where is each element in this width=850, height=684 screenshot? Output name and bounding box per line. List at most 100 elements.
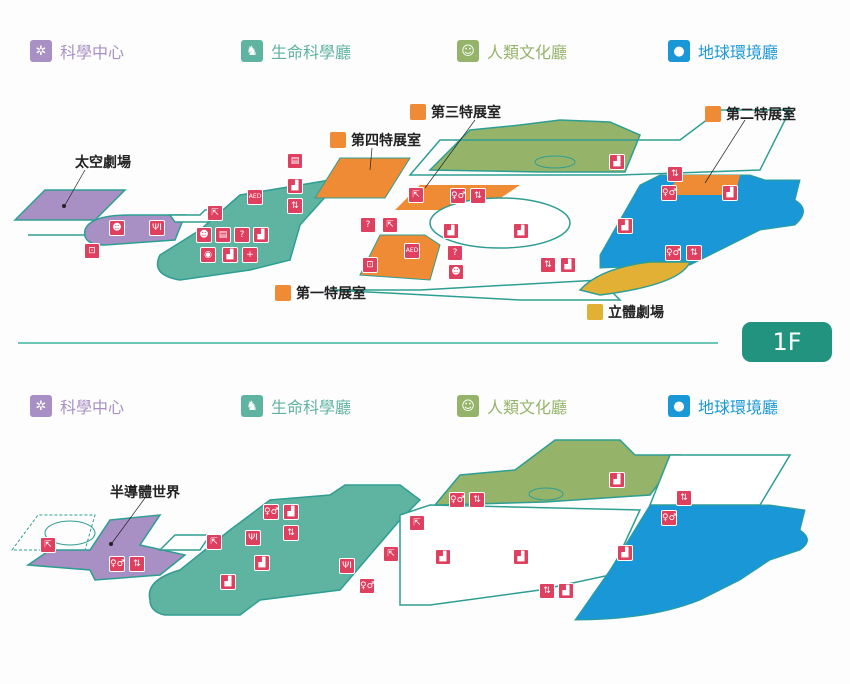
dinosaur-icon: ♞ (241, 40, 263, 62)
stairs-icon[interactable]: ▟ (617, 218, 633, 234)
elevator-icon[interactable]: ⇅ (540, 257, 556, 273)
semiconductor-area[interactable] (25, 514, 187, 581)
restroom-icon[interactable]: ♀♂ (359, 578, 375, 594)
info-counter-icon[interactable]: ☻ (448, 264, 464, 280)
floor-map-1f: ⊡ ☻ ΨI ⇱ AED ▤ ▟ ⇅ ☻ ▤ ? ▟ ◉ ▟ + ♀♂ ⇅ ⇱ … (0, 90, 850, 330)
label-text: 半導體世界 (110, 485, 180, 501)
exit-icon[interactable]: ⇱ (206, 534, 222, 550)
elevator-icon[interactable]: ⇅ (470, 188, 486, 204)
legend-human-culture: ☺ 人類文化廳 (457, 39, 567, 63)
locker-icon[interactable]: ▤ (215, 227, 231, 243)
stairs-icon[interactable]: ▟ (560, 257, 576, 273)
elevator-icon[interactable]: ⇅ (676, 490, 692, 506)
ticket-icon[interactable]: ⊡ (84, 243, 100, 259)
stairs-icon[interactable]: ▟ (609, 154, 625, 170)
atom-icon: ✲ (30, 40, 52, 62)
legend-label: 人類文化廳 (487, 398, 568, 417)
human-culture-area-1f[interactable] (428, 119, 641, 173)
legend-label: 地球環境廳 (698, 398, 779, 417)
aed-icon[interactable]: AED (247, 189, 263, 205)
special-exhibit-icon (330, 132, 346, 148)
stairs-icon[interactable]: ▟ (287, 178, 303, 194)
label-special-exhibit-4: 第四特展室 (330, 130, 421, 150)
space-theater-area[interactable] (13, 189, 127, 221)
stairs-icon[interactable]: ▟ (609, 472, 625, 488)
exit-icon[interactable]: ⇱ (40, 537, 56, 553)
stairs-icon[interactable]: ▟ (222, 247, 238, 263)
special-exhibit-icon (705, 106, 721, 122)
restaurant-icon[interactable]: ΨI (339, 558, 355, 574)
legend-earth-env: ● 地球環境廳 (668, 39, 778, 63)
elevator-icon[interactable]: ⇅ (129, 556, 145, 572)
nursing-room-icon[interactable]: ◉ (200, 247, 216, 263)
restaurant-icon[interactable]: ΨI (245, 530, 261, 546)
restroom-icon[interactable]: ♀♂ (661, 185, 677, 201)
special-exhibit-2-area[interactable] (665, 175, 740, 195)
stairs-icon[interactable]: ▟ (443, 223, 459, 239)
elevator-icon[interactable]: ⇅ (469, 492, 485, 508)
elevator-icon[interactable]: ⇅ (283, 525, 299, 541)
legend-label: 生命科學廳 (271, 43, 352, 62)
restroom-icon[interactable]: ♀♂ (263, 504, 279, 520)
human-culture-area-lower[interactable] (433, 439, 682, 506)
information-icon[interactable]: ? (360, 217, 376, 233)
exit-icon[interactable]: ⇱ (207, 205, 223, 221)
aed-icon[interactable]: AED (404, 243, 420, 259)
floor-badge-1f[interactable]: 1F (742, 322, 832, 362)
locker-icon[interactable]: ▤ (287, 153, 303, 169)
label-special-exhibit-2: 第二特展室 (705, 104, 796, 124)
stairs-icon[interactable]: ▟ (513, 223, 529, 239)
label-text: 第二特展室 (726, 107, 796, 123)
restroom-icon[interactable]: ♀♂ (109, 556, 125, 572)
first-aid-icon[interactable]: + (242, 247, 258, 263)
stairs-icon[interactable]: ▟ (254, 555, 270, 571)
science-center-area-1f[interactable] (83, 214, 187, 246)
floor-plan-1f (13, 109, 804, 301)
earth-env-area-1f[interactable] (599, 174, 804, 269)
stairs-icon[interactable]: ▟ (283, 504, 299, 520)
label-special-exhibit-3: 第三特展室 (410, 102, 501, 122)
ticket-icon[interactable]: ⊡ (362, 257, 378, 273)
apple-icon: ● (668, 40, 690, 62)
elevator-icon[interactable]: ⇅ (539, 583, 555, 599)
elevator-icon[interactable]: ⇅ (686, 245, 702, 261)
dinosaur-icon: ♞ (241, 395, 263, 417)
earth-env-area-lower[interactable] (574, 504, 808, 621)
exit-icon[interactable]: ⇱ (382, 217, 398, 233)
special-exhibit-icon (410, 104, 426, 120)
stairs-icon[interactable]: ▟ (617, 545, 633, 561)
legend-label: 生命科學廳 (271, 398, 352, 417)
floor-divider (18, 342, 718, 344)
information-icon[interactable]: ? (447, 245, 463, 261)
elevator-icon[interactable]: ⇅ (667, 166, 683, 182)
legend-life-science: ♞ 生命科學廳 (241, 39, 351, 63)
stairs-icon[interactable]: ▟ (220, 574, 236, 590)
label-theater-3d: 立體劇場 (587, 302, 664, 322)
restroom-icon[interactable]: ♀♂ (450, 188, 466, 204)
elevator-icon[interactable]: ⇅ (287, 198, 303, 214)
special-exhibit-1-area[interactable] (359, 234, 441, 281)
stairs-icon[interactable]: ▟ (435, 549, 451, 565)
theater-3d-area[interactable] (578, 261, 692, 296)
legend-science-center: ✲ 科學中心 (30, 39, 124, 63)
stairs-icon[interactable]: ▟ (722, 185, 738, 201)
legend-label: 人類文化廳 (487, 43, 568, 62)
restroom-icon[interactable]: ♀♂ (661, 510, 677, 526)
stairs-icon[interactable]: ▟ (513, 549, 529, 565)
info-counter-icon[interactable]: ☻ (196, 227, 212, 243)
floor-map-lower: ⇱ ♀♂ ⇅ ⇱ ♀♂ ▟ ΨI ⇅ ▟ ▟ ⇱ ΨI ♀♂ ♀♂ ⇅ ⇱ ▟ … (0, 430, 850, 670)
stairs-icon[interactable]: ▟ (253, 227, 269, 243)
stairs-icon[interactable]: ▟ (558, 583, 574, 599)
information-icon[interactable]: ? (234, 227, 250, 243)
exit-icon[interactable]: ⇱ (409, 515, 425, 531)
info-counter-icon[interactable]: ☻ (109, 220, 125, 236)
restroom-icon[interactable]: ♀♂ (449, 492, 465, 508)
mask-icon: ☺ (457, 395, 479, 417)
restroom-icon[interactable]: ♀♂ (665, 245, 681, 261)
exit-icon[interactable]: ⇱ (383, 546, 399, 562)
restaurant-icon[interactable]: ΨI (149, 220, 165, 236)
special-exhibit-4-area[interactable] (314, 157, 411, 199)
life-science-area-lower[interactable] (148, 484, 422, 616)
special-exhibit-icon (275, 285, 291, 301)
exit-icon[interactable]: ⇱ (408, 187, 424, 203)
